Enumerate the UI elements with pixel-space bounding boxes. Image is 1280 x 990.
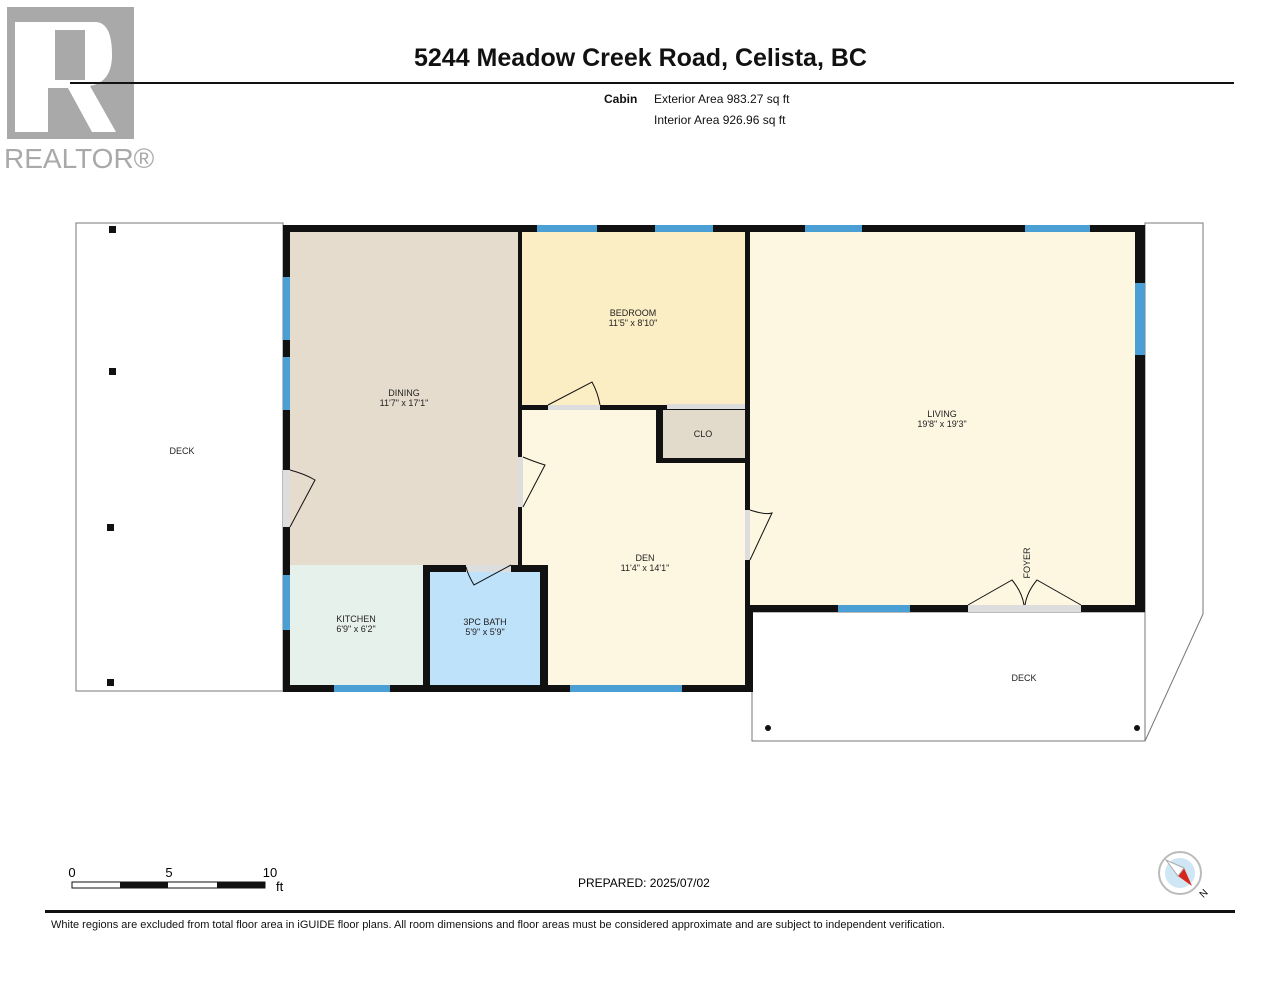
plan-shape — [1134, 725, 1140, 731]
plan-label: DECK — [169, 446, 194, 456]
plan-label: KITCHEN — [336, 614, 376, 624]
plan-shape — [1178, 868, 1192, 886]
room-living — [750, 232, 1135, 605]
plan-label: 0 — [68, 865, 75, 880]
plan-label: 10 — [263, 865, 277, 880]
room-den — [522, 410, 745, 685]
plan-label: 19'8" x 19'3" — [917, 419, 966, 429]
plan-shape — [749, 509, 773, 561]
plan-shape — [283, 575, 290, 630]
plan-label: 11'7" x 17'1" — [380, 398, 429, 408]
plan-shape — [1164, 858, 1185, 877]
plan-label: 11'5" x 8'10" — [609, 318, 658, 328]
plan-shape — [465, 564, 512, 586]
plan-label: N — [1198, 887, 1211, 900]
plan-shape — [547, 381, 601, 406]
plan-shape — [967, 579, 1082, 606]
interior-area: Interior Area 926.96 sq ft — [654, 113, 786, 127]
plan-shape — [466, 565, 511, 572]
plan-shape — [120, 882, 168, 888]
plan-shape — [283, 277, 290, 340]
disclaimer: White regions are excluded from total fl… — [51, 919, 945, 931]
plan-label: 11'4" x 14'1" — [621, 563, 670, 573]
plan-shape — [289, 469, 316, 528]
plan-label: FOYER — [1022, 547, 1032, 579]
plan-shape — [334, 685, 390, 692]
deck-post — [109, 368, 116, 375]
plan-label: PREPARED: 2025/07/02 — [578, 876, 710, 890]
room-dining — [290, 232, 518, 565]
deck-front — [751, 611, 1146, 742]
plan-shape — [283, 470, 290, 527]
plan-shape — [838, 605, 910, 612]
level-label: Cabin — [604, 92, 638, 106]
plan-label: 6'9" x 6'2" — [336, 624, 375, 634]
scale-bar: 0 5 10 ft — [68, 865, 283, 894]
room-bedroom — [522, 232, 745, 405]
header-divider — [70, 82, 1234, 84]
plan-shape — [805, 225, 862, 232]
plan-label: DECK — [1011, 673, 1036, 683]
plan-shape — [548, 405, 600, 410]
plan-shape — [667, 404, 745, 409]
room-kitchen — [290, 565, 423, 685]
deck-post — [107, 679, 114, 686]
room-clo — [663, 410, 745, 458]
room-bath — [430, 572, 540, 685]
plan-shape — [968, 605, 1081, 612]
realtor-logo: REALTOR® — [4, 7, 155, 174]
plan-label: 5 — [165, 865, 172, 880]
plan-shape — [15, 22, 48, 132]
exterior-area: Exterior Area 983.27 sq ft — [654, 92, 790, 106]
deck-post — [107, 524, 114, 531]
plan-shape — [518, 457, 523, 507]
page-title: 5244 Meadow Creek Road, Celista, BC — [414, 44, 867, 72]
plan-shape — [1025, 225, 1090, 232]
plan-shape — [55, 30, 85, 80]
plan-label: DINING — [388, 388, 420, 398]
plan-label: 3PC BATH — [463, 617, 506, 627]
plan-shape — [217, 882, 265, 888]
deck-right-strip — [1144, 222, 1204, 742]
plan-label: CLO — [694, 429, 713, 439]
plan-label: BEDROOM — [610, 308, 657, 318]
compass-icon: N — [1158, 851, 1211, 900]
windows — [283, 225, 1145, 692]
plan-shape — [570, 685, 682, 692]
footer-divider — [45, 910, 1235, 913]
plan-shape — [765, 725, 771, 731]
plan-shape — [655, 225, 713, 232]
plan-label: LIVING — [927, 409, 957, 419]
deck-left — [75, 222, 284, 692]
plan-label: REALTOR® — [4, 143, 155, 174]
plan-shape — [283, 357, 290, 410]
plan-shape — [745, 510, 750, 560]
plan-shape — [537, 225, 597, 232]
plan-label: ft — [276, 879, 284, 894]
plan-label: DEN — [635, 553, 654, 563]
plan-shape — [522, 456, 546, 508]
deck-post — [109, 226, 116, 233]
plan-shape — [1135, 283, 1145, 355]
plan-label: 5'9" x 5'9" — [465, 627, 504, 637]
